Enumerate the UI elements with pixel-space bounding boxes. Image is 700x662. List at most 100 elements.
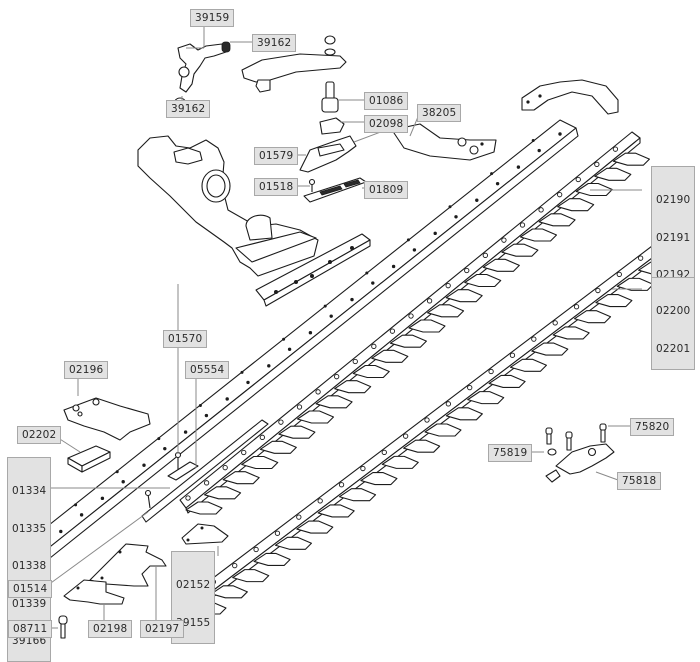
rivet-hole — [467, 384, 473, 391]
rivet-hole — [352, 358, 358, 365]
knife-section-tooth — [403, 439, 441, 453]
rivet-hole — [185, 495, 191, 501]
rivet-hole — [381, 449, 387, 456]
rivet-hole — [509, 352, 516, 358]
knife-section-tooth — [612, 152, 650, 166]
bar-hole — [100, 496, 105, 501]
knife-section-tooth — [334, 380, 372, 394]
bar-hole — [74, 503, 78, 507]
bar-hole — [350, 297, 354, 302]
callout-75819: 75819 — [488, 444, 533, 462]
bar-hole — [412, 248, 417, 252]
rivet-hole — [222, 465, 228, 471]
bar-hole — [308, 331, 313, 335]
callout-02198: 02198 — [88, 620, 133, 638]
inner-shoe-plate-drawing — [391, 123, 497, 161]
knife-section-tooth — [488, 374, 526, 389]
knife-section-tooth — [482, 258, 520, 272]
knife-section-tooth — [204, 486, 242, 500]
outer-divider-drawing — [521, 79, 619, 115]
pin-01570-drawing — [174, 451, 182, 470]
knife-section-tooth — [427, 304, 465, 318]
bar-hole — [267, 364, 271, 368]
rivet-hole — [575, 176, 581, 183]
callout-02098: 02098 — [364, 115, 409, 133]
rivet-hole — [253, 546, 259, 553]
knife-section-tooth — [501, 243, 539, 257]
rivet-hole — [464, 267, 470, 274]
knife-section-tooth — [315, 395, 353, 409]
rivet-hole — [531, 336, 537, 342]
bar-hole — [490, 172, 494, 176]
bar-hole — [163, 446, 167, 451]
rivet-hole — [445, 283, 451, 289]
knife-section-tooth — [232, 569, 270, 583]
rivet-hole — [274, 530, 281, 536]
frame-shoe-plate-drawing — [255, 233, 371, 307]
bar-hole — [516, 165, 521, 169]
pin-lower-drawing — [144, 489, 152, 509]
knife-section-tooth — [445, 289, 483, 303]
knife-section-tooth — [424, 423, 462, 437]
knife-section-tooth — [557, 198, 595, 212]
knife-section-tooth — [573, 310, 612, 324]
rivet-hole — [389, 328, 396, 334]
knife-head-drawing — [299, 135, 357, 173]
callout-75818: 75818 — [617, 472, 662, 490]
callout-38205: 38205 — [417, 104, 462, 122]
rivet-hole — [595, 287, 601, 294]
callout-01086: 01086 — [364, 92, 409, 110]
callout-39162-lower: 39162 — [166, 100, 211, 118]
rivet-hole — [501, 237, 507, 243]
rivet-hole — [203, 480, 210, 486]
bar-hole — [537, 148, 541, 153]
knife-section-tooth — [445, 407, 483, 421]
knife-section-tooth — [296, 520, 334, 534]
bar-hole — [365, 271, 369, 275]
rivet-hole — [616, 271, 622, 278]
rivet-hole — [360, 465, 366, 472]
bar-hole — [121, 480, 125, 484]
rivet-hole — [241, 449, 247, 456]
callout-39162-right: 39162 — [252, 34, 297, 52]
knife-section-tooth — [519, 228, 558, 242]
knife-section-tooth — [594, 167, 632, 181]
knife-section-drawing — [181, 523, 229, 545]
callout-02202: 02202 — [17, 426, 62, 444]
bar-hole — [371, 281, 375, 285]
bar-hole — [282, 337, 286, 341]
bar-hole — [287, 347, 292, 351]
upper-knife-sections — [185, 146, 650, 515]
knife-section-tooth — [253, 552, 291, 567]
rivet-hole — [338, 482, 345, 488]
knife-section-tooth — [464, 273, 502, 288]
callout-02200-02201: 02200 02201 — [651, 277, 696, 370]
callout-02196: 02196 — [64, 361, 109, 379]
bar-hole — [198, 404, 202, 408]
bar-hole — [495, 181, 500, 186]
bar-hole — [329, 314, 333, 318]
knife-section-tooth — [509, 358, 548, 372]
parts-diagram — [19, 26, 676, 639]
bar-hole — [225, 397, 229, 401]
wear-plate-small-drawing — [63, 579, 125, 605]
bar-hole — [433, 231, 437, 236]
bar-hole — [406, 238, 410, 242]
knife-holder-clip-drawing — [63, 397, 151, 441]
lower-knife-sections — [189, 255, 676, 615]
bar-hole — [79, 513, 84, 517]
rivet-hole — [232, 562, 238, 569]
rivet-hole — [637, 255, 644, 261]
rivet-hole — [317, 498, 323, 504]
rivet-hole — [594, 161, 600, 167]
knife-section-tooth — [595, 293, 633, 308]
bar-hole — [142, 463, 146, 467]
knife-section-tooth — [381, 455, 419, 469]
knife-section-tooth — [185, 501, 223, 515]
wear-plate-large-drawing — [89, 543, 167, 587]
bar-hole — [323, 304, 327, 308]
bar-hole — [204, 413, 209, 418]
rivet-hole — [426, 298, 433, 304]
knife-section-tooth — [210, 585, 248, 599]
rivet-hole — [538, 207, 544, 213]
